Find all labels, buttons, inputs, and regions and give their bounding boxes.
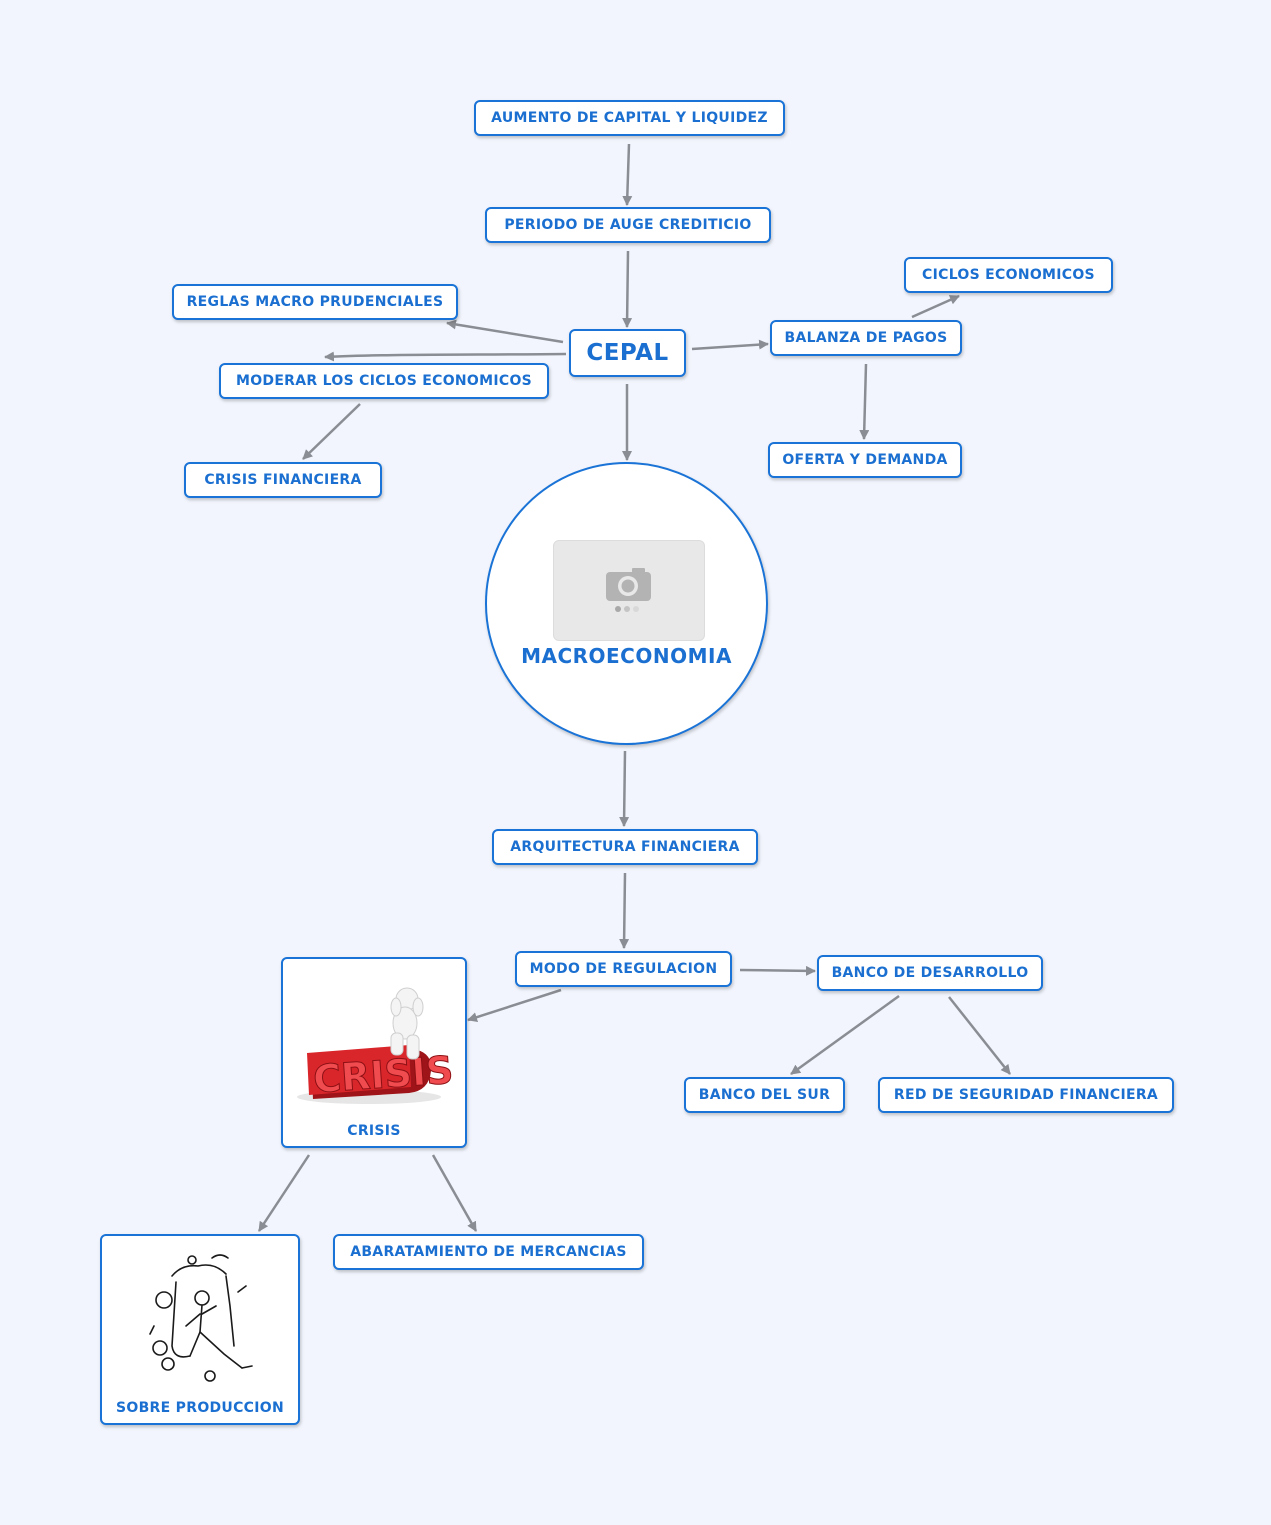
edge-aumento-periodo xyxy=(622,143,633,206)
node-label: CRISIS FINANCIERA xyxy=(204,472,362,488)
node-label: CRISIS xyxy=(347,1123,401,1139)
node-macroeconomia[interactable]: MACROECONOMIA xyxy=(485,462,768,745)
edge-arquitectura-modo xyxy=(619,872,630,949)
node-crisis[interactable]: CRISIS CRISIS xyxy=(281,957,467,1148)
node-label: MODO DE REGULACION xyxy=(529,961,718,977)
node-periodo-auge[interactable]: PERIODO DE AUGE CREDITICIO xyxy=(485,207,771,243)
edge-macro-arquitectura xyxy=(619,750,630,827)
node-label: AUMENTO DE CAPITAL Y LIQUIDEZ xyxy=(491,110,768,126)
node-banco-desarrollo[interactable]: BANCO DE DESARROLLO xyxy=(817,955,1043,991)
node-sobre-produccion[interactable]: SOBRE PRODUCCION xyxy=(100,1234,300,1425)
sobre-produccion-illustration xyxy=(149,1254,253,1382)
edge-balanza-ciclos xyxy=(911,294,960,319)
node-label: MACROECONOMIA xyxy=(521,644,732,668)
node-reglas-macro[interactable]: REGLAS MACRO PRUDENCIALES xyxy=(172,284,458,320)
node-crisis-financiera[interactable]: CRISIS FINANCIERA xyxy=(184,462,382,498)
node-label: RED DE SEGURIDAD FINANCIERA xyxy=(893,1087,1159,1103)
thinking-figure xyxy=(390,987,424,1060)
node-label: ARQUITECTURA FINANCIERA xyxy=(510,839,740,855)
edge-balanza-oferta xyxy=(859,363,870,440)
node-label: BANCO DE DESARROLLO xyxy=(831,965,1029,981)
edge-modo-banco xyxy=(739,965,816,976)
node-label: OFERTA Y DEMANDA xyxy=(782,452,948,468)
node-label: BANCO DEL SUR xyxy=(698,1087,831,1103)
node-abaratamiento[interactable]: ABARATAMIENTO DE MERCANCIAS xyxy=(333,1234,644,1270)
node-oferta-demanda[interactable]: OFERTA Y DEMANDA xyxy=(768,442,962,478)
edge-crisis-sobre xyxy=(257,1154,311,1232)
crisis-word: CRISIS xyxy=(312,1048,455,1102)
edge-cepal-balanza xyxy=(691,339,769,351)
node-label: CICLOS ECONOMICOS xyxy=(922,267,1095,283)
node-ciclos-economicos[interactable]: CICLOS ECONOMICOS xyxy=(904,257,1113,293)
image-placeholder xyxy=(553,540,705,641)
node-balanza-pagos[interactable]: BALANZA DE PAGOS xyxy=(770,320,962,356)
node-aumento-capital[interactable]: AUMENTO DE CAPITAL Y LIQUIDEZ xyxy=(474,100,785,136)
node-cepal[interactable]: CEPAL xyxy=(569,329,686,377)
crisis-illustration: CRISIS xyxy=(297,987,455,1104)
edge-crisis-abaratamiento xyxy=(431,1154,478,1232)
node-modo-regulacion[interactable]: MODO DE REGULACION xyxy=(515,951,732,987)
edge-modo-crisis xyxy=(467,988,562,1022)
camera-icon xyxy=(606,568,651,612)
node-label: CEPAL xyxy=(586,340,669,366)
edge-cepal-moderar xyxy=(324,351,567,362)
edge-banco-red xyxy=(948,996,1011,1075)
node-arquitectura-financiera[interactable]: ARQUITECTURA FINANCIERA xyxy=(492,829,758,865)
edge-moderar-crisisfin xyxy=(302,403,361,460)
node-label: SOBRE PRODUCCION xyxy=(116,1400,284,1416)
edge-periodo-cepal xyxy=(622,250,633,328)
node-red-seguridad[interactable]: RED DE SEGURIDAD FINANCIERA xyxy=(878,1077,1174,1113)
node-label: MODERAR LOS CICLOS ECONOMICOS xyxy=(235,373,533,389)
node-label: BALANZA DE PAGOS xyxy=(784,330,948,346)
node-label: REGLAS MACRO PRUDENCIALES xyxy=(186,294,444,310)
node-label: ABARATAMIENTO DE MERCANCIAS xyxy=(350,1244,627,1260)
edge-banco-sur xyxy=(790,994,900,1076)
node-label: PERIODO DE AUGE CREDITICIO xyxy=(504,217,752,233)
node-moderar-ciclos[interactable]: MODERAR LOS CICLOS ECONOMICOS xyxy=(219,363,549,399)
edge-cepal-reglas xyxy=(446,319,564,344)
node-banco-sur[interactable]: BANCO DEL SUR xyxy=(684,1077,845,1113)
